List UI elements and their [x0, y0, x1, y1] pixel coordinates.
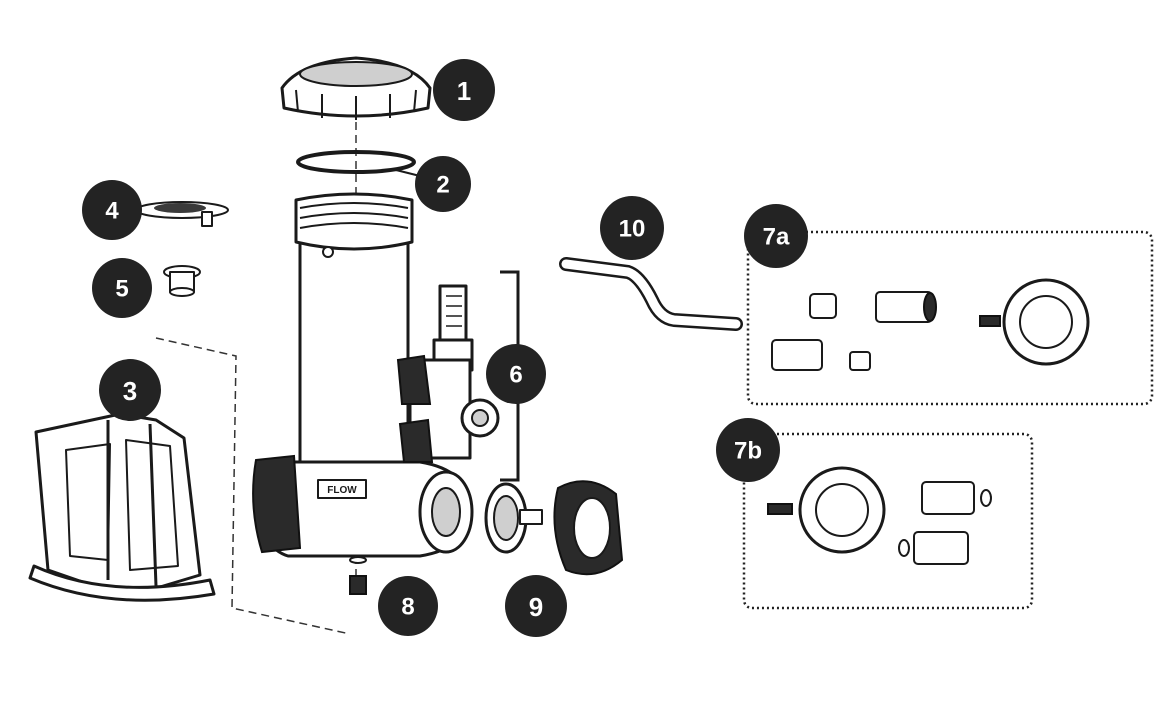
callout-2: 2 — [415, 156, 471, 212]
kit-7a-box — [746, 230, 1154, 406]
svg-text:2: 2 — [436, 172, 449, 199]
part-1-lid — [280, 56, 432, 120]
svg-text:FLOW: FLOW — [327, 485, 357, 496]
kit-7a-parts — [771, 278, 1090, 371]
callout-7b: 7b — [716, 418, 780, 482]
part-5-fitting — [163, 265, 201, 297]
callout-10: 10 — [600, 196, 664, 260]
svg-text:10: 10 — [619, 216, 646, 243]
svg-text:9: 9 — [529, 592, 543, 622]
canister-body: FLOW — [252, 192, 474, 558]
svg-text:4: 4 — [105, 198, 119, 225]
kit-7b-box — [742, 432, 1034, 610]
stand-guide-dashed — [155, 337, 351, 635]
part-8-drain-plug — [349, 556, 367, 595]
svg-text:5: 5 — [115, 276, 128, 303]
part-6-valve-assembly — [396, 284, 500, 463]
svg-text:7b: 7b — [734, 438, 762, 465]
callout-1: 1 — [433, 59, 495, 121]
svg-text:6: 6 — [509, 362, 522, 389]
part-2-oring — [296, 150, 429, 179]
svg-text:1: 1 — [457, 76, 471, 106]
part-3-stand — [28, 412, 216, 602]
kit-7b-parts — [767, 466, 992, 565]
part-9-endcap — [484, 480, 624, 576]
part-4-plate — [135, 201, 229, 227]
svg-text:8: 8 — [401, 594, 414, 621]
svg-text:7a: 7a — [763, 224, 790, 251]
callout-8: 8 — [378, 576, 438, 636]
callout-9: 9 — [505, 575, 567, 637]
callout-4: 4 — [82, 180, 142, 240]
callout-5: 5 — [92, 258, 152, 318]
callout-7a: 7a — [744, 204, 808, 268]
callout-3: 3 — [99, 359, 161, 421]
svg-text:3: 3 — [123, 376, 137, 406]
callout-6: 6 — [486, 344, 546, 404]
